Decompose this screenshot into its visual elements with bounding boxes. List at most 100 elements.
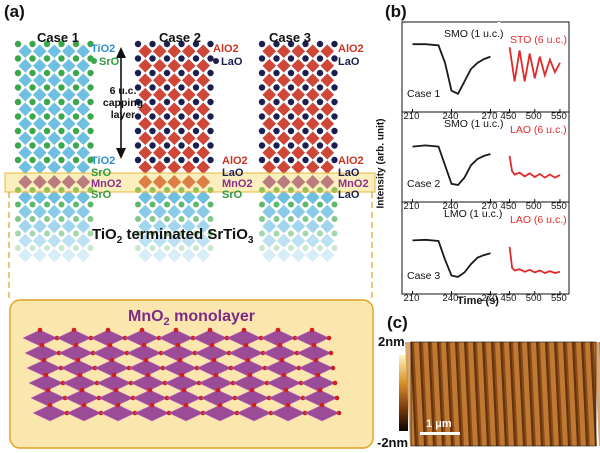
octahedron: [261, 58, 277, 74]
a-site-atom: [258, 69, 266, 77]
case2-if-mno2: MnO2: [222, 178, 253, 190]
octahedron: [261, 145, 277, 161]
substrate-atom: [288, 216, 294, 222]
a-site-atom: [207, 55, 214, 62]
plot-frame: [401, 201, 570, 295]
substrate-atom: [288, 245, 294, 251]
substrate-octahedron: [76, 248, 91, 263]
substrate-atom: [73, 230, 79, 237]
oxygen-atom: [247, 372, 253, 378]
series-label-right: LAO (6 u.c.): [510, 124, 567, 136]
interface-octahedron: [61, 175, 76, 189]
substrate-atom: [207, 216, 214, 222]
oxygen-atom: [277, 342, 283, 348]
substrate-octahedron: [196, 219, 211, 234]
oxygen-atom: [115, 402, 121, 408]
substrate-atom: [149, 216, 156, 222]
series-label-right: STO (6 u.c.): [510, 34, 567, 46]
substrate-atom: [44, 216, 50, 222]
a-site-atom: [258, 156, 266, 164]
interface-octahedron: [152, 175, 167, 189]
substrate-atom: [193, 230, 199, 237]
a-site-atom: [43, 40, 51, 48]
substrate-atom: [29, 245, 36, 251]
substrate-atom: [44, 245, 50, 251]
a-site-atom: [331, 142, 338, 149]
substrate-octahedron: [18, 204, 33, 219]
case2-if-sro: SrO: [222, 189, 243, 201]
substrate-atom: [317, 230, 323, 237]
a-site-atom: [273, 84, 280, 91]
capping-line-1: 6 u.c.: [109, 85, 137, 97]
substrate-octahedron: [167, 190, 182, 205]
octahedron: [17, 145, 33, 161]
a-site-atom: [287, 55, 295, 62]
a-site-atom: [43, 84, 51, 91]
octahedron: [290, 58, 306, 74]
substrate-atom: [331, 245, 338, 251]
substrate-atom: [87, 245, 94, 251]
case2-if-alo2: AlO2: [222, 155, 248, 167]
substrate-atom: [302, 201, 309, 208]
substrate-octahedron: [138, 248, 153, 263]
afm-step-edge: [428, 342, 435, 446]
a-site-atom: [258, 127, 266, 135]
substrate-atom: [58, 201, 65, 208]
afm-step-edge: [473, 342, 480, 446]
capping-line-3: layer: [110, 109, 136, 121]
substrate-atom: [302, 230, 309, 237]
a-site-atom: [134, 127, 142, 135]
octahedron: [195, 145, 211, 161]
oxygen-atom: [332, 380, 338, 386]
sro-dot: [91, 58, 97, 64]
octahedron: [75, 145, 91, 161]
octahedron: [137, 87, 153, 103]
a-site-atom: [287, 113, 295, 120]
a-site-atom: [87, 84, 94, 91]
a-site-atom: [58, 84, 65, 91]
octahedron: [181, 87, 197, 103]
afm-terrace-stripe: [450, 342, 460, 446]
case-label: Case 2: [407, 178, 441, 190]
a-site-atom: [287, 69, 295, 77]
octahedron: [195, 101, 211, 117]
a-site-atom: [72, 69, 80, 77]
x-tick-label: 240: [442, 201, 459, 212]
afm-terrace-stripe: [585, 342, 595, 446]
octahedron: [319, 159, 335, 175]
a-site-atom: [29, 142, 36, 149]
substrate-octahedron: [18, 190, 33, 205]
substrate-octahedron: [32, 204, 47, 219]
interface-octahedron: [262, 175, 277, 189]
substrate-atom: [87, 201, 94, 208]
substrate-atom: [273, 201, 280, 208]
octahedron: [32, 43, 48, 59]
a-site-atom: [331, 55, 338, 62]
substrate-atom: [149, 230, 156, 237]
series-line-left: [412, 238, 491, 278]
a-site-atom: [43, 142, 51, 149]
afm-terrace-stripe: [414, 342, 424, 446]
series-line-left: [412, 43, 491, 95]
octahedron: [17, 43, 33, 59]
a-site-atom: [316, 98, 324, 106]
substrate-atom: [259, 216, 265, 222]
oxygen-atom: [311, 342, 317, 348]
afm-terrace-stripe: [423, 342, 433, 446]
substrate-atom: [273, 216, 280, 222]
substrate-octahedron: [138, 219, 153, 234]
substrate-atom: [135, 201, 141, 208]
octahedron: [61, 72, 77, 88]
a-site-atom: [134, 55, 142, 62]
substrate-atom: [135, 245, 141, 251]
oxygen-atom: [71, 327, 77, 333]
oxygen-atom: [251, 402, 257, 408]
substrate-atom: [273, 245, 280, 251]
a-site-atom: [273, 98, 280, 106]
panel-a-letter: (a): [4, 2, 25, 21]
a-site-atom: [258, 142, 266, 149]
octahedron: [17, 130, 33, 146]
a-site-atom: [14, 55, 22, 62]
octahedron: [166, 72, 182, 88]
a-site-atom: [316, 142, 324, 149]
